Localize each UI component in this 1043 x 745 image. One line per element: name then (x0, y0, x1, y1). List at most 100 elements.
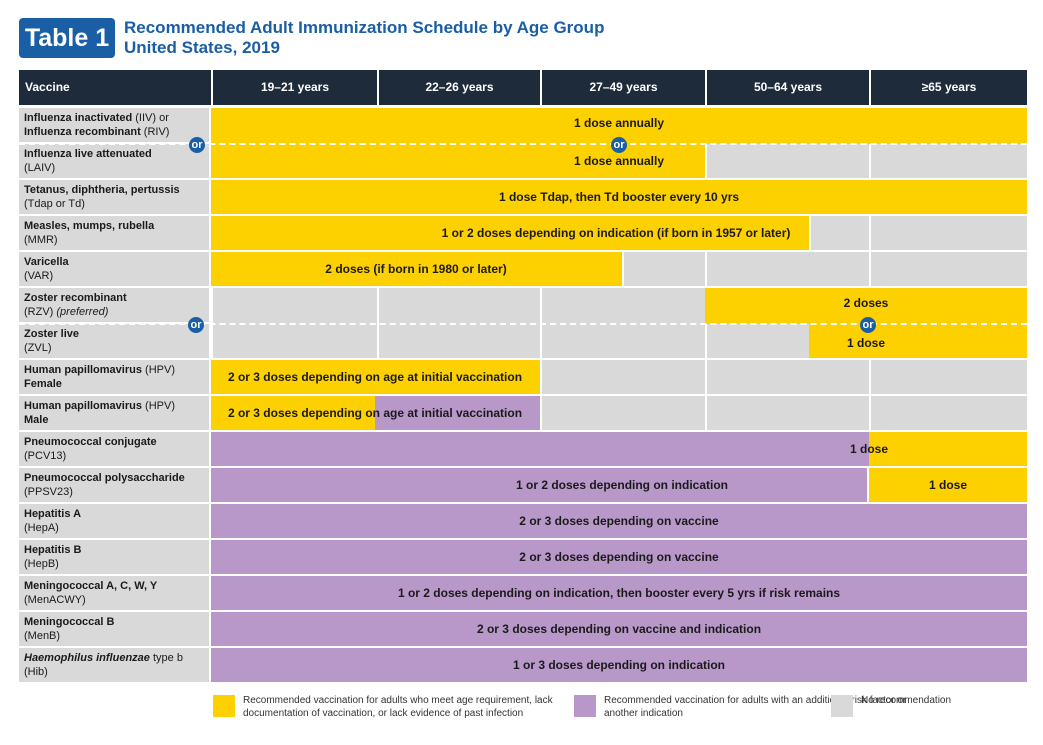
vaccine-abbr: (HepB) (24, 558, 59, 570)
schedule-bar-gray (871, 216, 1027, 250)
vaccine-name-extra: (IIV) or (132, 112, 169, 124)
header-age-1: 19–21 years (213, 70, 377, 105)
schedule-bar-gray (707, 144, 869, 178)
vaccine-name: Haemophilus influenzae (24, 652, 150, 664)
or-icon: or (188, 317, 204, 333)
schedule-bar-gray (213, 324, 377, 358)
vaccine-name-cell: Pneumococcal conjugate (PCV13) (19, 432, 209, 466)
dose-label: 1 dose Tdap, then Td booster every 10 yr… (498, 190, 740, 204)
header-age-2: 22–26 years (379, 70, 540, 105)
schedule-bar-purple (211, 468, 867, 502)
vaccine-name: Varicella (24, 256, 69, 268)
dose-label: 1 or 3 doses depending on indication (512, 658, 726, 672)
legend-swatch (574, 695, 596, 717)
dose-label: 1 dose annually (573, 116, 665, 130)
legend-swatch (831, 695, 853, 717)
dose-label: 1 dose annually (573, 154, 665, 168)
schedule-bar-gray (707, 252, 869, 286)
page-subtitle: United States, 2019 (124, 38, 280, 57)
vaccine-abbr: (Tdap or Td) (24, 198, 85, 210)
schedule-bar-gray (213, 288, 377, 324)
schedule-bar-gray (871, 144, 1027, 178)
schedule-bar-gray (871, 360, 1027, 394)
vaccine-name: Zoster live (24, 328, 80, 340)
dose-label: 1 dose (928, 478, 968, 492)
schedule-bar-purple (211, 612, 1027, 646)
vaccine-name-cell: Pneumococcal polysaccharide(PPSV23) (19, 468, 209, 502)
header-age-5: ≥65 years (871, 70, 1027, 105)
vaccine-name: Tetanus, diphtheria, pertussis (24, 184, 180, 196)
vaccine-abbr: (LAIV) (24, 162, 56, 174)
header-age-4: 50–64 years (707, 70, 869, 105)
schedule-bar-gray (707, 360, 869, 394)
vaccine-name-extra: type b (149, 652, 183, 664)
or-icon: or (611, 137, 627, 153)
schedule-bar-yellow (211, 180, 1027, 214)
vaccine-name-cell: Varicella (VAR) (19, 252, 209, 286)
vaccine-name: Hepatitis B (24, 544, 82, 556)
vaccine-abbr: (ZVL) (24, 342, 52, 354)
vaccine-name-cell: Hepatitis B (HepB) (19, 540, 209, 574)
schedule-bar-gray (871, 396, 1027, 430)
schedule-bar-gray (379, 288, 540, 324)
vaccine-name-line2: Male (24, 414, 49, 426)
dashed-divider (19, 323, 1027, 325)
dose-label: 1 or 2 doses depending on indication (515, 478, 729, 492)
vaccine-abbr: (VAR) (24, 270, 54, 282)
vaccine-name: Zoster recombinant (24, 292, 127, 304)
vaccine-abbr: (RZV) (24, 306, 54, 318)
vaccine-abbr: (MenACWY) (24, 594, 86, 606)
vaccine-name-cell: Meningococcal A, C, W, Y (MenACWY) (19, 576, 209, 610)
vaccine-name: Influenza inactivated (24, 112, 133, 124)
vaccine-name-cell: Human papillomavirus (HPV)Male (19, 396, 209, 430)
vaccine-name-cell: Human papillomavirus (HPV) Female (19, 360, 209, 394)
vaccine-name-cell: Meningococcal B(MenB) (19, 612, 209, 646)
schedule-bar-yellow (211, 396, 375, 430)
schedule-bar-gray (542, 324, 705, 358)
schedule-bar-gray (542, 396, 705, 430)
vaccine-abbr: (Hib) (24, 666, 48, 678)
schedule-bar-gray (707, 396, 869, 430)
vaccine-abbr-note: (preferred) (56, 306, 109, 318)
dose-label: 1 dose (846, 336, 886, 350)
vaccine-name-cell: Influenza live attenuated (LAIV) (19, 144, 209, 178)
schedule-bar-purple (211, 648, 1027, 682)
vaccine-name: Meningococcal A, C, W, Y (24, 580, 158, 592)
legend-text: Recommended vaccination for adults who m… (243, 695, 553, 719)
vaccine-abbr: (PCV13) (24, 450, 67, 462)
vaccine-name: Pneumococcal conjugate (24, 436, 157, 448)
vaccine-name-line2: Female (24, 378, 62, 390)
schedule-bar-purple (211, 504, 1027, 538)
vaccine-name-extra: (HPV) (141, 364, 175, 376)
schedule-bar-purple (211, 540, 1027, 574)
schedule-bar-purple (211, 576, 1027, 610)
legend-text: Recommended vaccination for adults with … (604, 695, 907, 719)
legend-swatch (213, 695, 235, 717)
dose-label: 1 or 2 doses depending on indication (if… (441, 226, 791, 240)
vaccine-name: Pneumococcal polysaccharide (24, 472, 185, 484)
schedule-bar-yellow (211, 252, 622, 286)
vaccine-name: Human papillomavirus (24, 364, 142, 376)
or-icon: or (189, 137, 205, 153)
vaccine-name-cell: Tetanus, diphtheria, pertussis (Tdap or T… (19, 180, 209, 214)
dose-label: 1 or 2 doses depending on indication, th… (397, 586, 841, 600)
vaccine-name: Influenza live attenuated (24, 148, 152, 160)
vaccine-name-cell: Haemophilus influenzae type b (Hib) (19, 648, 209, 682)
vaccine-name-cell: Hepatitis A(HepA) (19, 504, 209, 538)
dose-label: 2 or 3 doses depending on age at initial… (227, 406, 523, 420)
schedule-bar-yellow (869, 432, 1027, 466)
schedule-bar-gray (542, 360, 705, 394)
dose-label: 1 dose (849, 442, 889, 456)
table-badge: Table 1 (19, 18, 115, 58)
vaccine-name-cell: Zoster live (ZVL) (19, 324, 209, 358)
schedule-bar-yellow (211, 360, 540, 394)
or-icon: or (860, 317, 876, 333)
schedule-bar-gray (871, 252, 1027, 286)
vaccine-name: Hepatitis A (24, 508, 82, 520)
vaccine-name-cell: Measles, mumps, rubella(MMR) (19, 216, 209, 250)
dose-label: 2 or 3 doses depending on vaccine and in… (476, 622, 762, 636)
schedule-bar-purple (211, 432, 869, 466)
vaccine-name: Measles, mumps, rubella (24, 220, 155, 232)
vaccine-name: Meningococcal B (24, 616, 115, 628)
